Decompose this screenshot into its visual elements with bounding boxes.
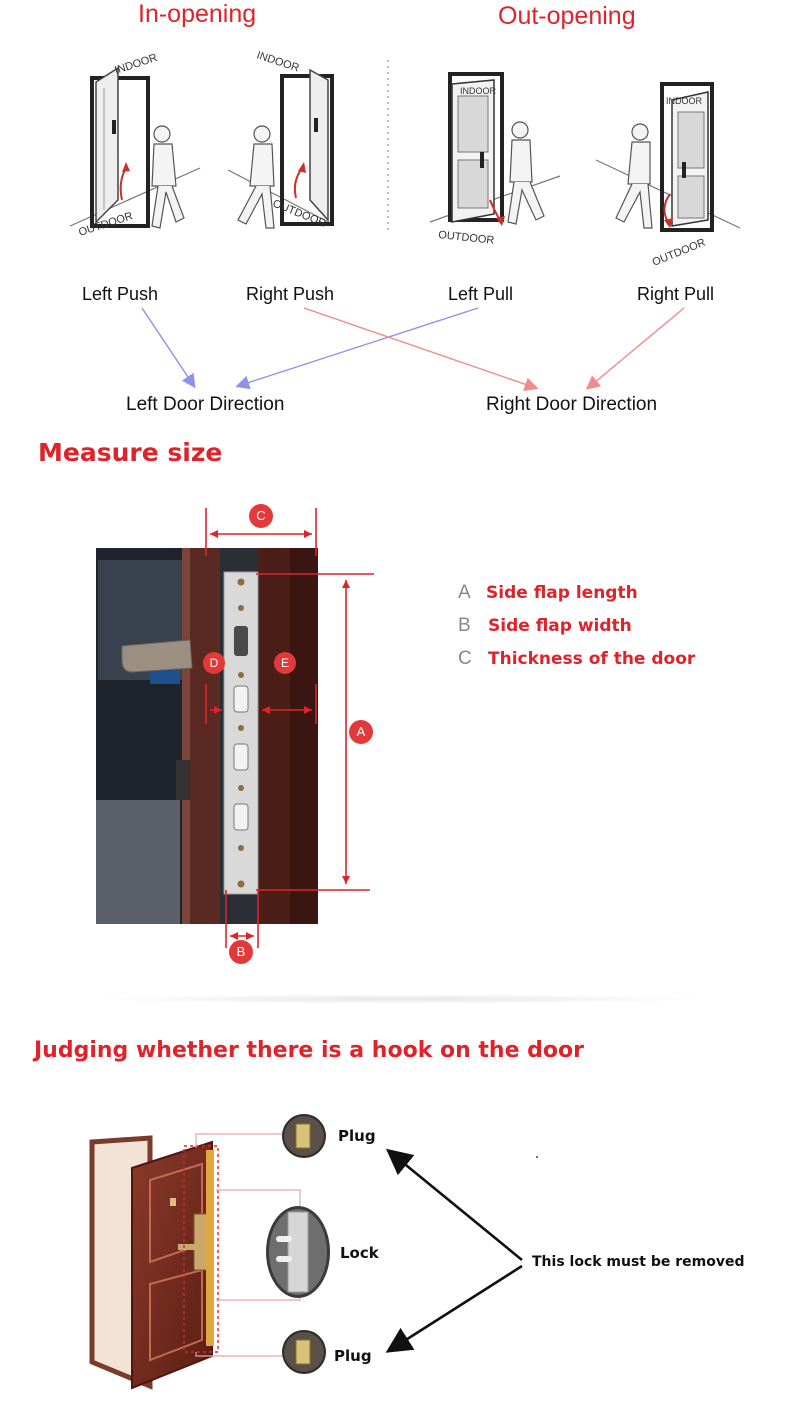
person-figure (237, 125, 275, 229)
legend-letter: B (458, 615, 471, 636)
lock-removal-note: This lock must be removed (532, 1254, 745, 1270)
marker-a: A (349, 720, 373, 744)
indoor-label: INDOOR (255, 49, 301, 74)
legend-item-c: C Thickness of the door (458, 648, 695, 681)
indoor-label: INDOOR (666, 96, 703, 106)
arrow-left-push-to-left-door (141, 307, 196, 389)
label-right-push: Right Push (246, 284, 335, 304)
legend-item-b: B Side flap width (458, 615, 695, 648)
label-right-pull: Right Pull (637, 284, 715, 304)
arrow-to-top-plug (385, 1148, 523, 1262)
plug-top-label: Plug (338, 1127, 376, 1145)
hook-judging-title: Judging whether there is a hook on the d… (34, 1038, 584, 1063)
indoor-label: INDOOR (460, 86, 497, 96)
person-figure (615, 123, 653, 229)
in-opening-heading: In-opening (138, 0, 257, 28)
marker-c: C (249, 504, 273, 528)
legend-text: Side flap length (486, 583, 638, 603)
legend-text: Thickness of the door (488, 649, 696, 669)
person-figure (507, 121, 545, 225)
label-left-push: Left Push (82, 284, 159, 304)
arrow-left-pull-to-left-door (235, 307, 479, 390)
legend-letter: A (458, 582, 471, 603)
door-right-pull-illustration (595, 82, 741, 232)
left-door-direction: Left Door Direction (126, 394, 285, 415)
marker-d: D (203, 652, 225, 674)
legend-item-a: A Side flap length (458, 582, 695, 615)
section-separator (90, 994, 710, 1004)
marker-b: B (229, 940, 253, 964)
door-left-pull-illustration (429, 72, 561, 226)
plug-bottom-label: Plug (334, 1347, 372, 1365)
arrow-right-pull-to-right-door (585, 307, 685, 390)
measure-size-title: Measure size (38, 438, 223, 467)
out-opening-heading: Out-opening (498, 2, 636, 30)
measure-legend: A Side flap length B Side flap width C Thic… (458, 582, 695, 681)
door-left-push-illustration (69, 66, 201, 229)
arrow-to-bottom-plug (385, 1264, 523, 1353)
outdoor-label: OUTDOOR (438, 229, 495, 247)
person-figure (151, 125, 185, 229)
lock-measurement-photo (96, 508, 374, 948)
legend-letter: C (458, 648, 472, 669)
marker-e: E (274, 652, 296, 674)
arrow-right-push-to-right-door (303, 307, 539, 391)
indoor-label: INDOOR (113, 52, 159, 77)
label-left-pull: Left Pull (448, 284, 514, 304)
door-hook-diagram (89, 1114, 538, 1390)
door-direction-illustrations: INDOOR OUTDOOR INDOOR OUTDOOR INDOOR O (69, 49, 741, 391)
lock-label: Lock (340, 1244, 379, 1262)
door-right-push-illustration (227, 68, 334, 229)
outdoor-label: OUTDOOR (651, 237, 708, 269)
right-door-direction: Right Door Direction (486, 394, 658, 415)
legend-text: Side flap width (488, 616, 632, 636)
